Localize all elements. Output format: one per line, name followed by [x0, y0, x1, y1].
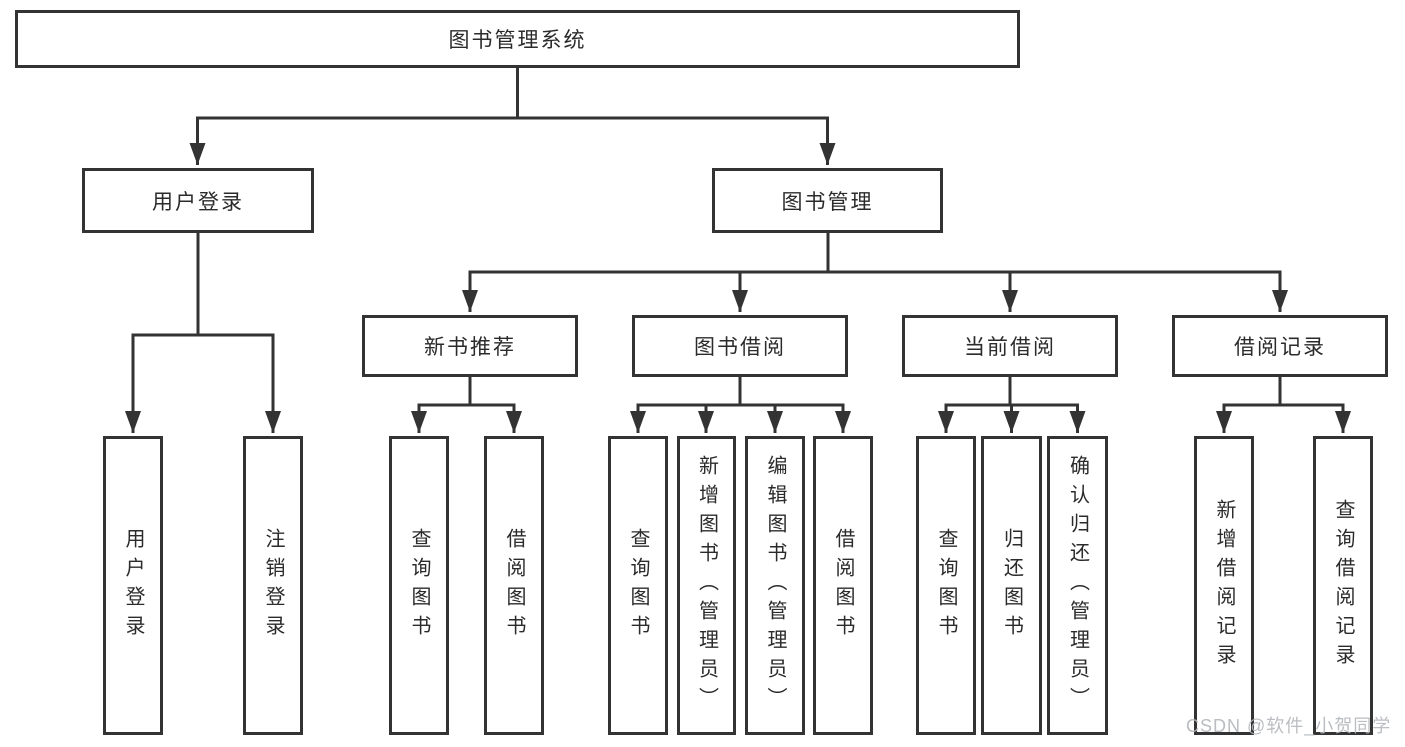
leaf-current-query-books: 查询图书: [916, 436, 976, 735]
node-borrowing-records: 借阅记录: [1172, 315, 1388, 377]
node-library-system: 图书管理系统: [15, 10, 1020, 68]
leaf-records-add-record: 新增借阅记录: [1194, 436, 1254, 735]
leaf-current-confirm-return-admin: 确认归还（管理员）: [1047, 436, 1108, 735]
leaf-borrow-add-books-admin: 新增图书（管理员）: [677, 436, 736, 735]
node-user-login: 用户登录: [82, 168, 314, 233]
node-book-management: 图书管理: [712, 168, 943, 233]
leaf-borrow-query-books: 查询图书: [608, 436, 668, 735]
node-current-borrowing: 当前借阅: [902, 315, 1118, 377]
csdn-watermark: CSDN @软件_小贺同学: [1186, 716, 1392, 736]
node-book-borrowing: 图书借阅: [632, 315, 848, 377]
leaf-newbooks-query-books: 查询图书: [389, 436, 449, 735]
leaf-newbooks-borrow-books: 借阅图书: [484, 436, 544, 735]
leaf-user-login: 用户登录: [103, 436, 163, 735]
leaf-borrow-borrow-books: 借阅图书: [813, 436, 873, 735]
leaf-current-return-books: 归还图书: [981, 436, 1042, 735]
node-new-book-recommend: 新书推荐: [362, 315, 578, 377]
leaf-borrow-edit-books-admin: 编辑图书（管理员）: [745, 436, 805, 735]
leaf-records-query-record: 查询借阅记录: [1313, 436, 1373, 735]
leaf-logout: 注销登录: [243, 436, 303, 735]
